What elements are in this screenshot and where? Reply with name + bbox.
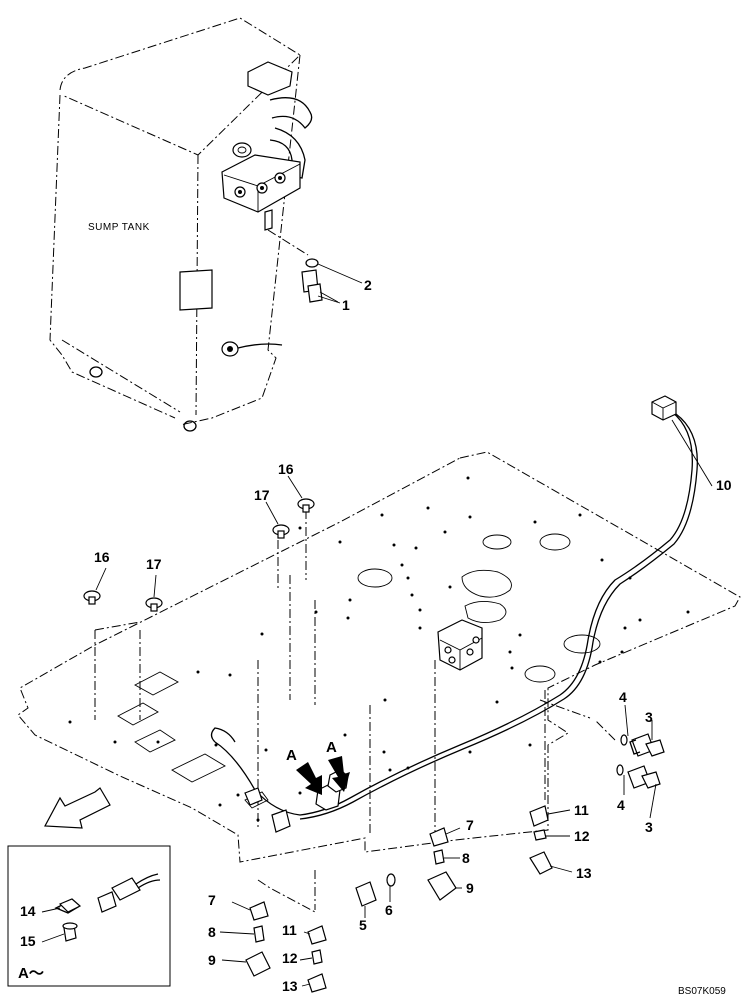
- callout-11-right: 11: [574, 802, 589, 818]
- callout-15: 15: [20, 933, 36, 949]
- callout-2: 2: [364, 277, 372, 293]
- clip-part-11-right: [529, 805, 549, 827]
- bolt-part-12-left: [311, 949, 323, 965]
- bolt-part-8-mid: [433, 849, 445, 865]
- callout-8-mid: 8: [462, 850, 470, 866]
- callout-8-left: 8: [208, 924, 216, 940]
- callout-11-left: 11: [282, 922, 297, 938]
- floor-plate: [17, 451, 741, 863]
- callout-3-lower: 3: [645, 819, 653, 835]
- fitting-part-3-lower: [627, 765, 661, 789]
- callout-13-right: 13: [576, 865, 592, 881]
- view-a-arrows: A A: [286, 739, 350, 795]
- clip-part-11-left: [307, 925, 327, 945]
- callout-16-left: 16: [94, 549, 110, 565]
- clamp-part-7-mid: [429, 827, 449, 847]
- callout-4-upper: 4: [619, 689, 627, 705]
- cover-part-9-left: [245, 951, 271, 977]
- bolt-part-17-upper: [272, 524, 290, 539]
- o-ring-part-4-upper: [620, 734, 628, 746]
- callout-17-left: 17: [146, 556, 162, 572]
- callout-13-left: 13: [282, 978, 298, 994]
- o-ring-part-2: [305, 258, 319, 268]
- callout-7-mid: 7: [466, 817, 474, 833]
- bolt-part-12-right: [533, 829, 547, 841]
- callout-9-left: 9: [208, 952, 216, 968]
- o-ring-part-6: [386, 873, 396, 887]
- bolt-part-8-left: [253, 925, 265, 943]
- grommet-part-13-left: [307, 973, 327, 993]
- grommet-part-13-right: [529, 851, 553, 875]
- plug-part-5: [355, 881, 377, 907]
- detail-a-label: A～: [18, 965, 44, 982]
- o-ring-part-4-lower: [616, 764, 624, 776]
- callout-1: 1: [342, 297, 350, 313]
- fitting-part-3-upper: [629, 733, 665, 757]
- elbow-fitting-part-1: [301, 269, 323, 303]
- front-direction-arrow: [44, 787, 111, 829]
- callout-6: 6: [385, 902, 393, 918]
- callout-12-right: 12: [574, 828, 590, 844]
- sump-tank: SUMP TANK: [49, 17, 313, 432]
- callout-14: 14: [20, 903, 36, 919]
- drawing-code: BS07K059: [678, 986, 726, 997]
- callout-10: 10: [716, 477, 732, 493]
- callout-5: 5: [359, 917, 367, 933]
- wire-harness-part-10: [210, 395, 698, 820]
- callout-3-upper: 3: [645, 709, 653, 725]
- callout-12-left: 12: [282, 950, 298, 966]
- callout-17-upper: 17: [254, 487, 270, 503]
- clamp-part-7-left: [249, 901, 269, 921]
- bolt-part-17-left: [145, 597, 163, 612]
- view-marker-a-1: A: [286, 747, 297, 764]
- bolt-part-16-left: [83, 590, 101, 605]
- callout-7-left: 7: [208, 892, 216, 908]
- callout-4-lower: 4: [617, 797, 625, 813]
- bolt-part-16-upper: [297, 498, 315, 513]
- view-marker-a-2: A: [326, 739, 337, 756]
- detail-a-box: A～: [7, 845, 171, 987]
- tank-label: SUMP TANK: [88, 222, 150, 233]
- clamp-part-14: [58, 898, 82, 913]
- callout-9-mid: 9: [466, 880, 474, 896]
- cover-part-9-mid: [427, 871, 457, 901]
- callout-16-upper: 16: [278, 461, 294, 477]
- distribution-block: [437, 619, 483, 671]
